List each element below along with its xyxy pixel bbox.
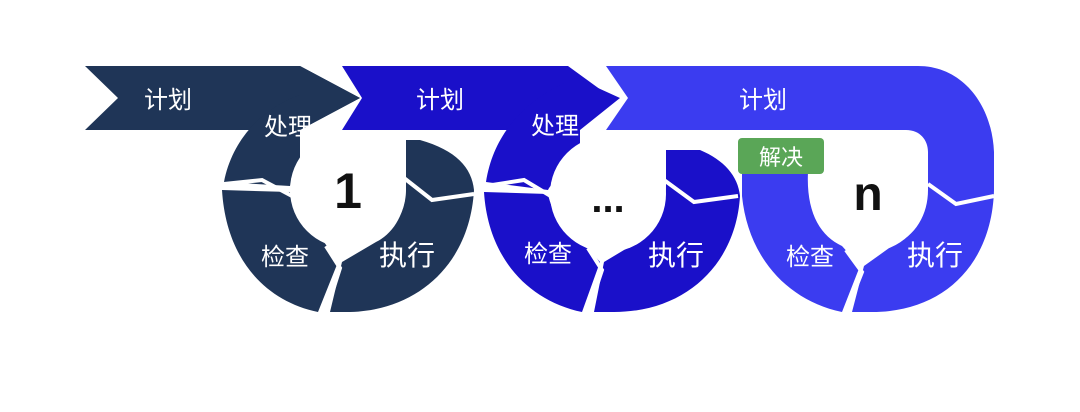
cycle-2-process-label: 处理: [531, 112, 579, 140]
cycle-1: [85, 66, 475, 313]
cycle-1-plan-label: 计划: [144, 86, 192, 114]
cycle-3-plan-band: [606, 66, 994, 190]
cycle-3: [606, 66, 995, 313]
cycle-2-plan-label: 计划: [416, 86, 464, 114]
cycle-2-check-label: 检查: [524, 240, 572, 268]
cycle-3-center: [810, 136, 926, 252]
cycle-2-number: ...: [591, 177, 624, 221]
cycle-1-center: [290, 132, 406, 248]
cycle-3-plan-label: 计划: [739, 86, 787, 114]
cycle-1-process-label: 处理: [264, 113, 312, 141]
cycle-1-execute-label: 执行: [379, 239, 435, 272]
cycle-3-check-label: 检查: [786, 243, 834, 271]
cycle-2-execute-segment: [594, 150, 740, 312]
cycle-3-execute-label: 执行: [907, 239, 963, 272]
cycle-1-check-segment: [222, 190, 338, 312]
cycle-3-number: n: [853, 168, 882, 221]
cycle-1-check-label: 检查: [261, 243, 309, 271]
cycle-2-center: [550, 136, 666, 252]
cycle-1-process-segment: [224, 66, 360, 186]
cycle-2-check-segment: [484, 192, 600, 312]
resolve-badge: [738, 138, 824, 174]
cycle-2: [342, 66, 740, 313]
resolve-label: 解决: [759, 146, 803, 171]
cycle-2-execute-label: 执行: [648, 239, 704, 272]
cycle-1-execute-segment: [330, 140, 474, 312]
cycle-3-execute-segment: [852, 190, 994, 312]
cycle-1-number: 1: [334, 163, 362, 219]
cycle-2-process-segment: [486, 78, 620, 190]
cycle-3-check-segment: [742, 150, 860, 312]
